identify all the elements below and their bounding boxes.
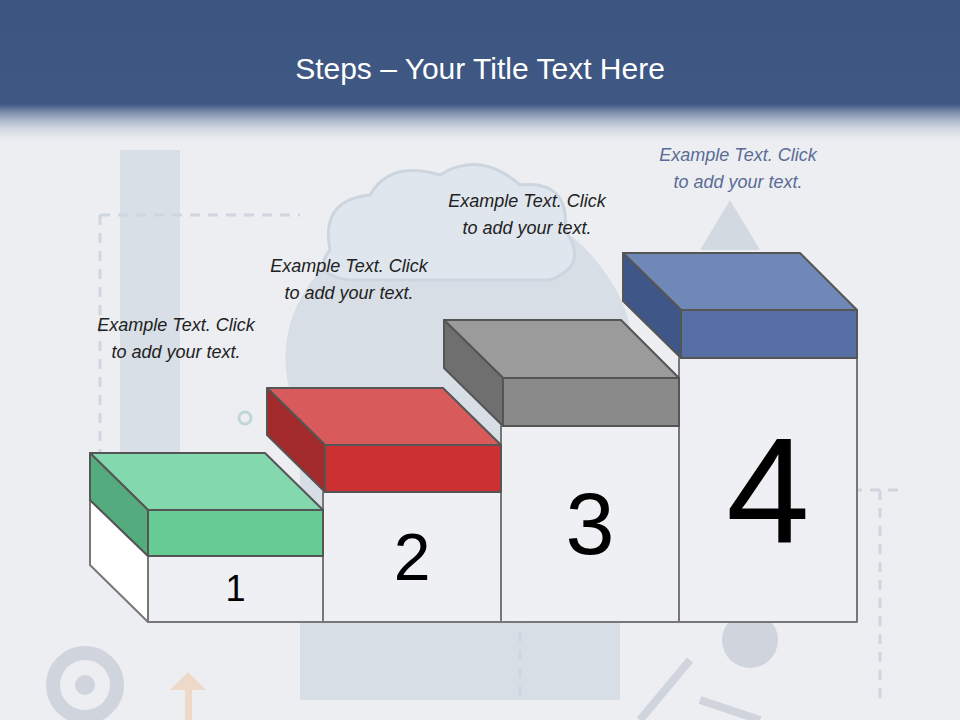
step-number: 2 [323, 524, 501, 590]
step-number: 4 [679, 415, 857, 565]
step-block: Example Text. Click to add your text. 1 [86, 312, 323, 622]
slide-title: Steps – Your Title Text Here [0, 52, 960, 86]
step-block: Example Text. Click to add your text. 3 [437, 188, 679, 622]
step-block: Example Text. Click to add your text. 4 [648, 142, 857, 622]
step-number: 1 [148, 571, 323, 607]
header-band [0, 0, 960, 145]
step-description: Example Text. Click to add your text. [269, 253, 429, 307]
step-block: Example Text. Click to add your text. 2 [259, 253, 501, 622]
step-description: Example Text. Click to add your text. [447, 188, 607, 242]
step-description: Example Text. Click to add your text. [96, 312, 256, 366]
step-description: Example Text. Click to add your text. [658, 142, 818, 196]
step-number: 3 [501, 480, 679, 568]
faint-illustration [53, 150, 900, 720]
